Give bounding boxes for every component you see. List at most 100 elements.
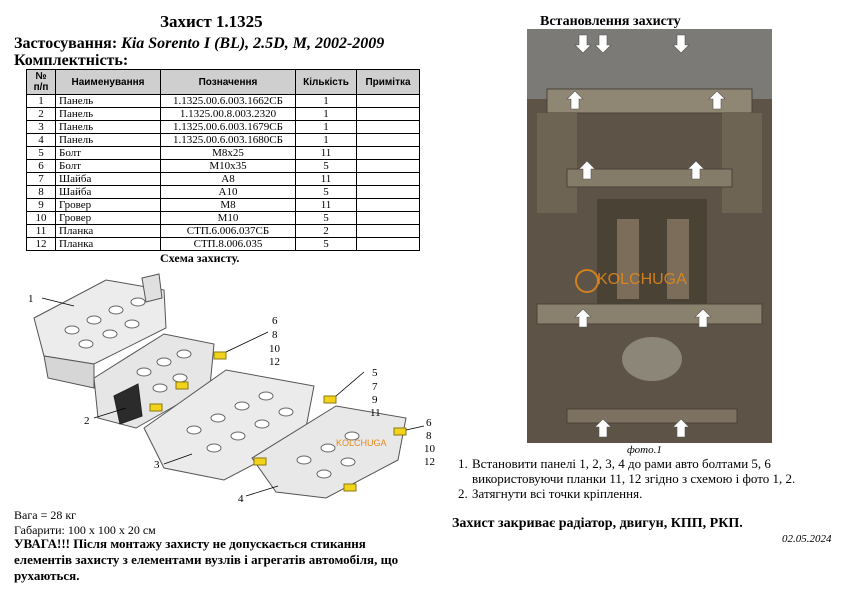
col-qty-header: Кількість bbox=[295, 69, 357, 95]
cell-name: Планка bbox=[55, 224, 161, 238]
callout-2: 2 bbox=[84, 415, 90, 427]
cell-note bbox=[356, 172, 420, 186]
application-line: Застосування: Kia Sorento I (BL), 2.5D, … bbox=[14, 35, 384, 53]
callout-9: 9 bbox=[372, 394, 378, 406]
document-title: Захист 1.1325 bbox=[160, 12, 263, 31]
cell-qty: 11 bbox=[295, 146, 357, 160]
photo-watermark: KOLCHUGA bbox=[597, 271, 687, 288]
col-num-header: № п/п bbox=[26, 69, 56, 95]
cell-designation: 1.1325.00.6.003.1662СБ bbox=[160, 94, 296, 108]
step-1: 1. Встановити панелі 1, 2, 3, 4 до рами … bbox=[452, 456, 832, 486]
table-header-row: № п/п Наименування Позначення Кількість … bbox=[26, 69, 420, 95]
step-number: 1. bbox=[458, 456, 468, 471]
cell-name: Болт bbox=[55, 159, 161, 173]
panel-4: KOLCHUGA bbox=[251, 405, 407, 499]
cell-note bbox=[356, 94, 420, 108]
step-text: Затягнути всі точки кріплення. bbox=[472, 486, 643, 501]
cell-qty: 5 bbox=[295, 237, 357, 251]
photo-caption: фото.1 bbox=[627, 444, 662, 456]
callout-6b: 6 bbox=[426, 417, 432, 429]
step-number: 2. bbox=[458, 486, 468, 501]
cell-designation: 1.1325.00.8.003.2320 bbox=[160, 107, 296, 121]
col-designation-header: Позначення bbox=[160, 69, 296, 95]
cell-designation: М10 bbox=[160, 211, 296, 225]
mounting-brackets bbox=[149, 351, 407, 492]
cell-note bbox=[356, 224, 420, 238]
cell-num: 1 bbox=[26, 94, 56, 108]
dimensions-text: Габарити: 100 х 100 х 20 см bbox=[14, 523, 156, 537]
cell-designation: М8 bbox=[160, 198, 296, 212]
cell-designation: А10 bbox=[160, 185, 296, 199]
scheme-title: Схема захисту. bbox=[160, 251, 240, 265]
cell-name: Панель bbox=[55, 133, 161, 147]
step-text: Встановити панелі 1, 2, 3, 4 до рами авт… bbox=[472, 456, 796, 486]
cell-num: 7 bbox=[26, 172, 56, 186]
cell-num: 9 bbox=[26, 198, 56, 212]
coverage-summary: Захист закриває радіатор, двигун, КПП, Р… bbox=[452, 516, 743, 531]
cell-name: Планка bbox=[55, 237, 161, 251]
panel-1 bbox=[33, 273, 167, 389]
cell-note bbox=[356, 237, 420, 251]
cell-num: 4 bbox=[26, 133, 56, 147]
cell-designation: СТП.6.006.037СБ bbox=[160, 224, 296, 238]
cell-num: 10 bbox=[26, 211, 56, 225]
cell-qty: 1 bbox=[295, 133, 357, 147]
installation-photo: KOLCHUGA bbox=[527, 29, 772, 443]
cell-qty: 5 bbox=[295, 211, 357, 225]
cell-note bbox=[356, 159, 420, 173]
cell-num: 11 bbox=[26, 224, 56, 238]
cell-designation: СТП.8.006.035 bbox=[160, 237, 296, 251]
cell-name: Панель bbox=[55, 107, 161, 121]
scheme-watermark: KOLCHUGA bbox=[336, 438, 387, 448]
callout-11: 11 bbox=[370, 407, 381, 419]
application-value: Kia Sorento I (BL), 2.5D, M, 2002-2009 bbox=[121, 35, 385, 52]
cell-name: Болт bbox=[55, 146, 161, 160]
callout-10: 10 bbox=[269, 343, 281, 355]
cell-note bbox=[356, 198, 420, 212]
cell-designation: 1.1325.00.6.003.1680СБ bbox=[160, 133, 296, 147]
cell-note bbox=[356, 211, 420, 225]
protection-scheme-diagram: KOLCHUGA 1 2 3 4 6 8 10 12 5 7 9 11 6 8 … bbox=[28, 273, 436, 504]
cell-num: 2 bbox=[26, 107, 56, 121]
cell-name: Гровер bbox=[55, 198, 161, 212]
cell-note bbox=[356, 107, 420, 121]
callout-1: 1 bbox=[28, 293, 34, 305]
step-2: 2. Затягнути всі точки кріплення. bbox=[452, 486, 832, 501]
cell-num: 12 bbox=[26, 237, 56, 251]
cell-name: Шайба bbox=[55, 172, 161, 186]
callout-12b: 12 bbox=[424, 456, 435, 468]
callout-6: 6 bbox=[272, 315, 278, 327]
cell-name: Панель bbox=[55, 94, 161, 108]
cell-designation: А8 bbox=[160, 172, 296, 186]
callout-8b: 8 bbox=[426, 430, 432, 442]
cell-qty: 5 bbox=[295, 159, 357, 173]
col-name-header: Наименування bbox=[55, 69, 161, 95]
cell-num: 8 bbox=[26, 185, 56, 199]
callout-5: 5 bbox=[372, 367, 378, 379]
cell-note bbox=[356, 133, 420, 147]
cell-qty: 11 bbox=[295, 172, 357, 186]
photo-title: Встановлення захисту bbox=[540, 14, 681, 29]
cell-num: 3 bbox=[26, 120, 56, 134]
callout-4: 4 bbox=[238, 493, 244, 504]
cell-note bbox=[356, 120, 420, 134]
cell-qty: 1 bbox=[295, 94, 357, 108]
cell-qty: 2 bbox=[295, 224, 357, 238]
callout-10b: 10 bbox=[424, 443, 436, 455]
cell-num: 6 bbox=[26, 159, 56, 173]
cell-name: Гровер bbox=[55, 211, 161, 225]
callout-8: 8 bbox=[272, 329, 278, 341]
warning-text: УВАГА!!! Після монтажу захисту не допуск… bbox=[14, 536, 399, 583]
